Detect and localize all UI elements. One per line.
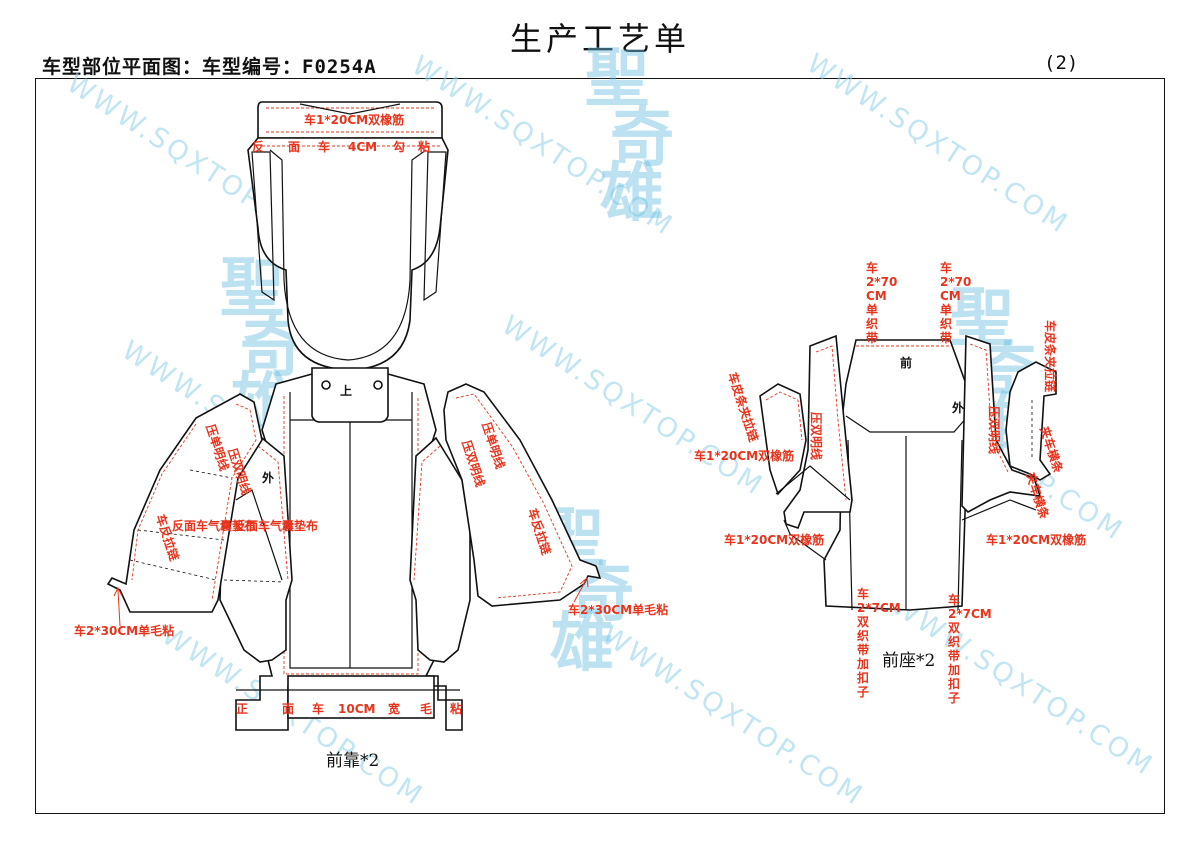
seat-right-wing xyxy=(1005,361,1057,481)
model-label: 车型部位平面图：车型编号：F0254A xyxy=(42,56,377,78)
watermark-logo-char: 奇 xyxy=(610,101,674,176)
left-airbag-outer-note: 反面车气囊垫布 xyxy=(172,518,256,533)
svg-text:正: 正 xyxy=(236,702,248,716)
reverse-glue-note: 反 面 车 4CM 勾 粘 xyxy=(252,139,430,154)
svg-text:4CM: 4CM xyxy=(348,140,377,154)
right-diagram-caption: 前座*2 xyxy=(882,651,935,671)
watermark-logo-char: 聖 xyxy=(585,41,649,116)
left-diagram-caption: 前靠*2 xyxy=(326,751,379,771)
tab-hole xyxy=(321,380,331,390)
seat-right-side xyxy=(961,334,1042,513)
watermark-logo-char: 雄 xyxy=(600,156,664,231)
left-elastic-bottom-note: 车1*20CM双橡筋 xyxy=(724,532,824,547)
top-tab xyxy=(311,367,389,423)
left-velcro-note: 车2*30CM单毛粘 xyxy=(74,623,174,638)
tab-hole xyxy=(373,380,383,390)
headrest-stitch xyxy=(266,107,434,133)
right-velcro-arrow xyxy=(573,577,589,603)
left-velcro-arrow xyxy=(113,586,123,627)
right-leather-zip-note: 车皮条夹拉链 xyxy=(1043,320,1058,393)
drawing-frame xyxy=(35,78,1165,814)
left-airbag-inner-note: 反面车气囊垫布 xyxy=(234,518,318,533)
top-tab-label: 上 xyxy=(340,383,352,398)
headrest-band-note: 车1*20CM双橡筋 xyxy=(304,112,404,127)
right-press-double-seat-note: 压双明线 xyxy=(987,406,1002,454)
svg-text:宽: 宽 xyxy=(387,701,400,716)
svg-text:车: 车 xyxy=(312,701,324,716)
page-number: (2) xyxy=(1044,52,1079,74)
page-title: 生产工艺单 xyxy=(509,20,690,58)
svg-text:反: 反 xyxy=(252,139,264,154)
svg-text:毛: 毛 xyxy=(420,701,432,716)
svg-text:粘: 粘 xyxy=(418,139,430,154)
bottom-band-note: 正 面 车 10CM 宽 毛 粘 xyxy=(236,701,462,716)
right-elastic-note: 车1*20CM双橡筋 xyxy=(986,532,1086,547)
svg-text:车: 车 xyxy=(318,139,330,154)
front-backrest-diagram: 上 车1*20CM双橡筋 反 xyxy=(74,101,668,771)
svg-text:粘: 粘 xyxy=(450,701,462,716)
seat-front-label: 前 xyxy=(900,355,912,370)
seat-left-wing xyxy=(759,383,807,496)
watermark-url: WWW.SQXTOP.COM xyxy=(886,590,1159,783)
watermark-url: WWW.SQXTOP.COM xyxy=(596,620,869,813)
bottom-band xyxy=(287,675,435,719)
svg-text:勾: 勾 xyxy=(393,139,405,154)
left-sleeve xyxy=(106,393,263,613)
left-outer-label: 外 xyxy=(262,470,274,485)
left-leather-zip-note: 车皮条夹拉链 xyxy=(725,370,762,444)
watermark-url: WWW.SQXTOP.COM xyxy=(801,48,1074,241)
seat-outer-label: 外 xyxy=(952,400,964,415)
right-velcro-note: 车2*30CM单毛粘 xyxy=(568,602,668,617)
left-elastic-top-note: 车1*20CM双橡筋 xyxy=(694,448,794,463)
watermark-logo-char: 雄 xyxy=(550,606,614,681)
svg-text:面: 面 xyxy=(288,140,300,154)
svg-text:面: 面 xyxy=(282,702,294,716)
left-press-double-seat-note: 压双明线 xyxy=(809,412,824,460)
svg-text:10CM: 10CM xyxy=(338,702,375,716)
